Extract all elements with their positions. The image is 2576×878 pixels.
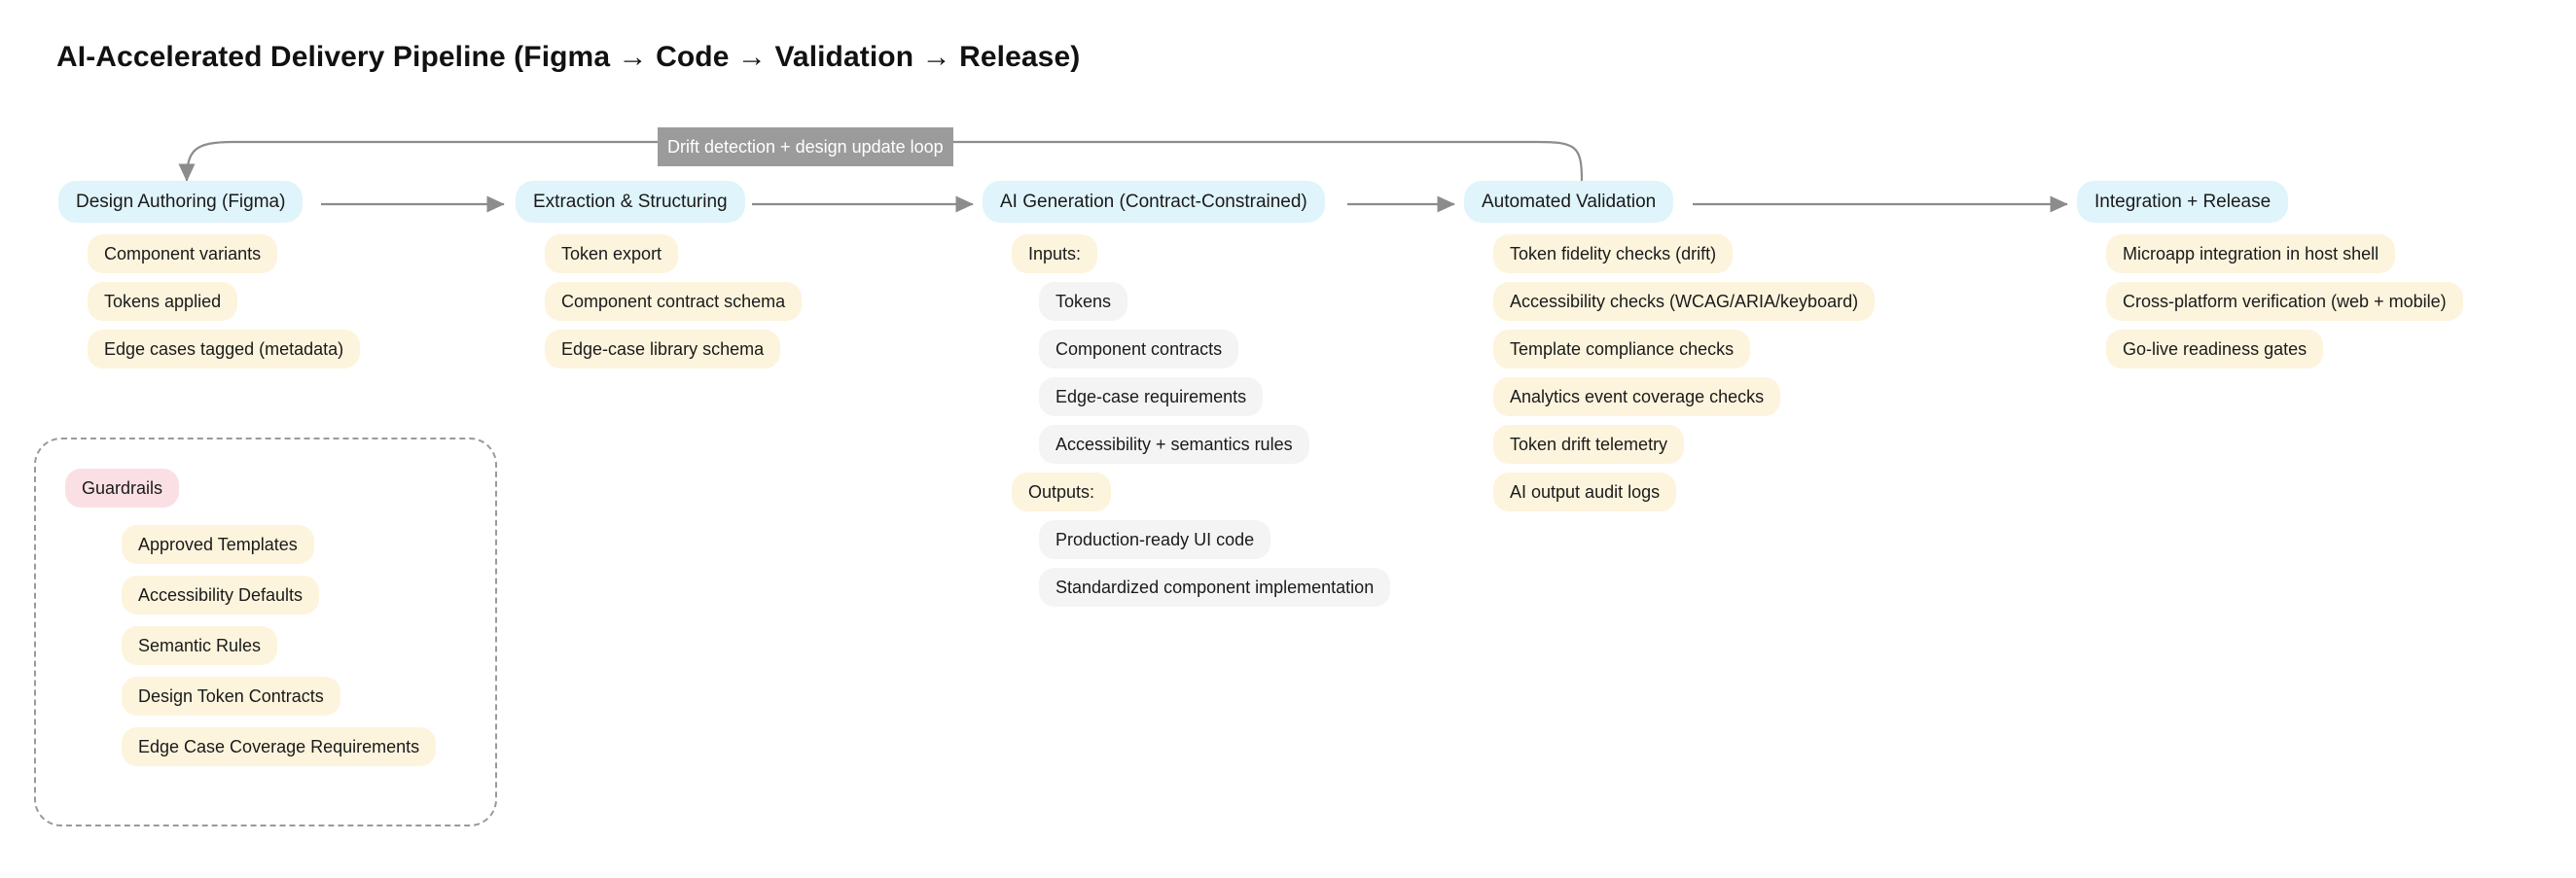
list-item: Token drift telemetry [1493,425,1875,464]
stage-column-ai-generation: AI Generation (Contract-Constrained) Inpu… [983,181,1391,607]
list-item: Edge-case requirements [1039,377,1390,416]
guardrail-pill[interactable]: Design Token Contracts [122,677,340,716]
item-pill[interactable]: Edge-case requirements [1039,377,1264,416]
list-item: Edge Case Coverage Requirements [122,727,437,766]
list-item: Design Token Contracts [122,677,436,716]
list-item: Token export [545,234,802,273]
stage-pill-ai-generation[interactable]: AI Generation (Contract-Constrained) [983,181,1325,223]
item-pill[interactable]: Go-live readiness gates [2106,330,2324,369]
guardrail-pill[interactable]: Edge Case Coverage Requirements [122,727,437,766]
item-pill[interactable]: Cross-platform verification (web + mobil… [2106,282,2463,321]
stage-item-list-automated-validation: Token fidelity checks (drift) Accessibili… [1493,234,1876,511]
list-item: Accessibility checks (WCAG/ARIA/keyboard… [1493,282,1876,321]
guardrails-title-wrap: Guardrails [65,469,180,508]
list-item: Component variants [88,234,360,273]
list-item: Outputs: [1012,473,1390,511]
list-item: Semantic Rules [122,626,436,665]
item-pill[interactable]: Outputs: [1012,473,1112,511]
guardrail-pill[interactable]: Accessibility Defaults [122,576,320,615]
stage-pill-design-authoring[interactable]: Design Authoring (Figma) [58,181,304,223]
list-item: Standardized component implementation [1039,568,1391,607]
item-pill[interactable]: AI output audit logs [1493,473,1677,511]
list-item: Edge cases tagged (metadata) [88,330,361,369]
guardrails-label[interactable]: Guardrails [65,469,180,508]
item-pill[interactable]: Tokens [1039,282,1128,321]
list-item: Edge-case library schema [545,330,802,369]
list-item: Accessibility + semantics rules [1039,425,1390,464]
item-pill[interactable]: Component contracts [1039,330,1239,369]
list-item: Component contracts [1039,330,1390,369]
list-item: Production-ready UI code [1039,520,1390,559]
page-title: AI-Accelerated Delivery Pipeline (Figma … [56,41,1081,73]
stage-pill-automated-validation[interactable]: Automated Validation [1464,181,1674,223]
list-item: Go-live readiness gates [2106,330,2463,369]
list-item: AI output audit logs [1493,473,1875,511]
stage-column-design-authoring: Design Authoring (Figma) Component varian… [58,181,361,369]
item-pill[interactable]: Edge-case library schema [545,330,781,369]
guardrail-pill[interactable]: Semantic Rules [122,626,278,665]
item-pill[interactable]: Microapp integration in host shell [2106,234,2396,273]
list-item: Tokens applied [88,282,360,321]
stage-pill-integration-release[interactable]: Integration + Release [2077,181,2289,223]
list-item: Analytics event coverage checks [1493,377,1875,416]
item-pill[interactable]: Edge cases tagged (metadata) [88,330,361,369]
list-item: Microapp integration in host shell [2106,234,2463,273]
list-item: Token fidelity checks (drift) [1493,234,1875,273]
item-pill[interactable]: Standardized component implementation [1039,568,1391,607]
item-pill[interactable]: Template compliance checks [1493,330,1751,369]
list-item: Component contract schema [545,282,803,321]
item-pill[interactable]: Component variants [88,234,278,273]
item-pill[interactable]: Analytics event coverage checks [1493,377,1781,416]
stage-pill-extraction-structuring[interactable]: Extraction & Structuring [516,181,745,223]
list-item: Inputs: [1012,234,1390,273]
item-pill[interactable]: Accessibility + semantics rules [1039,425,1309,464]
item-pill[interactable]: Accessibility checks (WCAG/ARIA/keyboard… [1493,282,1876,321]
list-item: Template compliance checks [1493,330,1875,369]
list-item: Approved Templates [122,525,436,564]
list-item: Accessibility Defaults [122,576,436,615]
item-pill[interactable]: Component contract schema [545,282,803,321]
item-pill[interactable]: Tokens applied [88,282,238,321]
item-pill[interactable]: Production-ready UI code [1039,520,1271,559]
loop-label: Drift detection + design update loop [658,127,953,166]
item-pill[interactable]: Token fidelity checks (drift) [1493,234,1734,273]
guardrail-pill[interactable]: Approved Templates [122,525,314,564]
list-item: Tokens [1039,282,1390,321]
list-item: Cross-platform verification (web + mobil… [2106,282,2463,321]
item-pill[interactable]: Inputs: [1012,234,1098,273]
item-pill[interactable]: Token export [545,234,679,273]
item-pill[interactable]: Token drift telemetry [1493,425,1685,464]
